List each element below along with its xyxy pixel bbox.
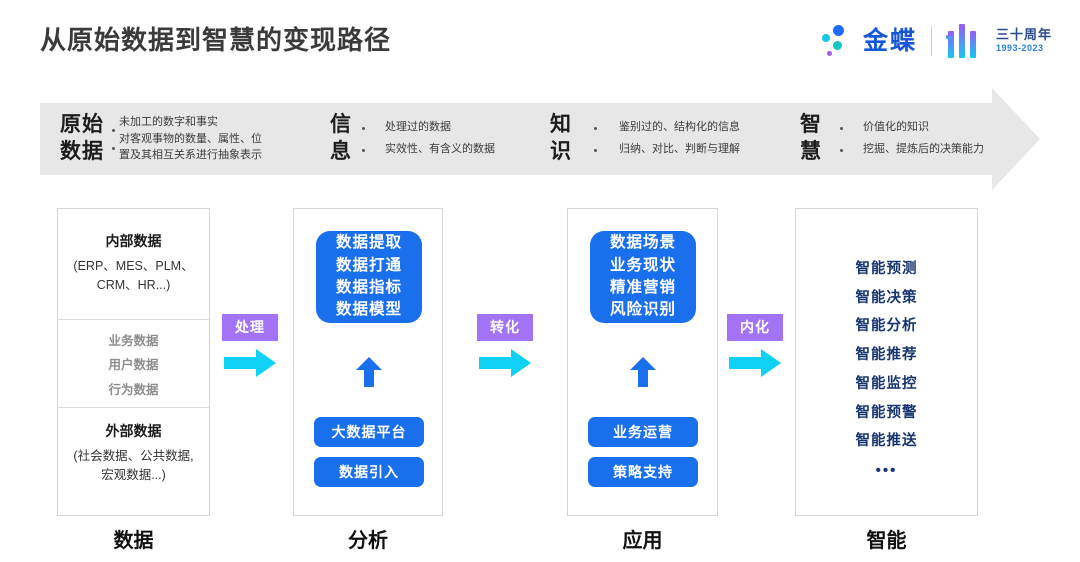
connector-process: 处理 — [222, 314, 278, 377]
banner-stage-title: 智 慧 — [800, 113, 822, 163]
banner-stage-bullets — [362, 117, 365, 161]
internal-data-sub-line2: CRM、HR...) — [96, 278, 171, 293]
banner-stage-information: 信 息 处理过的数据 实效性、有含义的数据 — [330, 103, 495, 175]
anniversary-text: 三十周年 1993-2023 — [995, 27, 1052, 54]
up-arrow-icon — [630, 357, 656, 387]
external-data-sub-line2: 宏观数据...) — [101, 468, 166, 483]
internal-data-title: 内部数据 — [105, 233, 162, 249]
external-data-block: 外部数据 (社会数据、公共数据, 宏观数据...) — [58, 421, 209, 486]
banner-stage-raw-data: 原始 数据 未加工的数字和事实 对客观事物的数量、属性、位 置及其相互关系进行抽… — [60, 103, 262, 175]
pill-label: 大数据平台 — [331, 424, 407, 440]
up-arrow-icon — [356, 357, 382, 387]
banner-stage-bullet-text: 鉴别过的、结构化的信息 归纳、对比、判断与理解 — [619, 121, 740, 156]
column-intelligence[interactable]: 智能预测 智能决策 智能分析 智能推荐 智能监控 智能预警 智能推送 ••• — [795, 208, 978, 516]
card-line: 数据打通 — [335, 256, 402, 274]
data-type-list: 业务数据 用户数据 行为数据 — [58, 329, 209, 402]
pill-label: 策略支持 — [613, 464, 673, 480]
application-capability-card[interactable]: 数据场景 业务现状 精准营销 风险识别 — [590, 231, 696, 323]
card-line: 风险识别 — [609, 301, 676, 319]
card-line: 业务现状 — [609, 256, 676, 274]
page-title: 从原始数据到智慧的变现路径 — [40, 25, 392, 55]
column-label-application: 应用 — [622, 530, 663, 552]
column-analysis[interactable]: 数据提取 数据打通 数据指标 数据模型 大数据平台 数据引入 — [293, 208, 443, 516]
intelligence-item: 智能推送 — [855, 433, 918, 450]
pill-label: 业务运营 — [613, 424, 673, 440]
bullet-dot-icon — [594, 126, 597, 130]
analysis-pill-platform[interactable]: 大数据平台 — [314, 417, 424, 447]
anniversary-label: 三十周年 — [995, 27, 1052, 43]
application-pill-strategy[interactable]: 策略支持 — [588, 457, 698, 487]
bullet-dot-icon — [112, 146, 115, 150]
bullet-dot-icon — [112, 128, 115, 132]
connector-badge-label: 转化 — [477, 314, 533, 341]
intelligence-item: 智能决策 — [855, 289, 918, 306]
data-type-item: 行为数据 — [108, 382, 159, 397]
application-pill-operations[interactable]: 业务运营 — [588, 417, 698, 447]
bullet-dot-icon — [362, 148, 365, 152]
connector-transform: 转化 — [477, 314, 533, 377]
data-type-item: 业务数据 — [108, 334, 159, 348]
banner-stage-bullets — [594, 117, 597, 161]
connector-badge-label: 处理 — [222, 314, 278, 341]
banner-stage-title: 知 识 — [550, 113, 572, 163]
internal-data-sub-line1: (ERP、MES、PLM、 — [73, 259, 194, 273]
banner-stage-wisdom: 智 慧 价值化的知识 挖掘、提炼后的决策能力 — [800, 103, 984, 175]
column-label-data: 数据 — [113, 530, 154, 552]
maturity-arrow-banner: 原始 数据 未加工的数字和事实 对客观事物的数量、属性、位 置及其相互关系进行抽… — [40, 88, 1040, 190]
column-label-intelligence: 智能 — [866, 530, 907, 552]
column-label-analysis: 分析 — [348, 530, 388, 552]
card-line: 数据模型 — [335, 301, 402, 319]
column-application[interactable]: 数据场景 业务现状 精准营销 风险识别 业务运营 策略支持 — [567, 208, 718, 516]
external-data-sub-line1: (社会数据、公共数据, — [73, 449, 194, 463]
intelligence-item: 智能预警 — [855, 404, 918, 421]
intelligence-capability-list: 智能预测 智能决策 智能分析 智能推荐 智能监控 智能预警 智能推送 ••• — [796, 255, 977, 486]
card-line: 数据指标 — [335, 279, 402, 296]
intelligence-item: 智能监控 — [855, 375, 918, 392]
banner-stage-title: 原始 数据 — [60, 113, 104, 163]
banner-stage-bullets — [840, 117, 843, 161]
intelligence-ellipsis: ••• — [875, 461, 898, 479]
right-arrow-icon — [477, 349, 533, 377]
analysis-pill-ingest[interactable]: 数据引入 — [314, 457, 424, 487]
connector-internalize: 内化 — [727, 314, 783, 377]
banner-stage-bullet-text: 未加工的数字和事实 对客观事物的数量、属性、位 置及其相互关系进行抽象表示 — [119, 116, 262, 162]
logo-dots-icon — [821, 24, 853, 58]
column-divider — [58, 319, 209, 320]
intelligence-item: 智能分析 — [855, 318, 918, 335]
anniversary-years: 1993-2023 — [995, 43, 1044, 54]
pill-label: 数据引入 — [339, 464, 399, 480]
intelligence-item: 智能预测 — [855, 261, 918, 277]
intelligence-item: 智能推荐 — [855, 347, 918, 364]
logo-brand-text: 金蝶 — [862, 26, 917, 55]
logo-divider — [930, 26, 932, 56]
data-type-item: 用户数据 — [108, 358, 159, 373]
connector-badge-label: 内化 — [727, 314, 783, 341]
right-arrow-icon — [727, 349, 783, 377]
card-line: 数据场景 — [609, 234, 676, 252]
bullet-dot-icon — [362, 126, 365, 130]
external-data-title: 外部数据 — [105, 423, 162, 439]
right-arrow-icon — [222, 349, 278, 377]
banner-stage-bullet-text: 价值化的知识 挖掘、提炼后的决策能力 — [863, 121, 984, 156]
internal-data-block: 内部数据 (ERP、MES、PLM、 CRM、HR...) — [58, 231, 209, 296]
banner-stage-title: 信 息 — [330, 113, 352, 163]
banner-stage-bullet-text: 处理过的数据 实效性、有含义的数据 — [385, 121, 495, 156]
banner-stage-bullets — [112, 121, 115, 157]
card-line: 数据提取 — [335, 234, 402, 252]
analysis-capability-card[interactable]: 数据提取 数据打通 数据指标 数据模型 — [316, 231, 422, 323]
column-data[interactable]: 内部数据 (ERP、MES、PLM、 CRM、HR...) 业务数据 用户数据 … — [57, 208, 210, 516]
kingdee-logo: 金蝶 三十周年 1993-2023 — [821, 20, 1052, 62]
column-divider — [58, 407, 209, 408]
bullet-dot-icon — [840, 126, 843, 130]
bullet-dot-icon — [840, 148, 843, 152]
banner-stage-knowledge: 知 识 鉴别过的、结构化的信息 归纳、对比、判断与理解 — [550, 103, 740, 175]
card-line: 精准营销 — [609, 279, 676, 296]
anniversary-mark-icon — [945, 24, 986, 58]
bullet-dot-icon — [594, 148, 597, 152]
